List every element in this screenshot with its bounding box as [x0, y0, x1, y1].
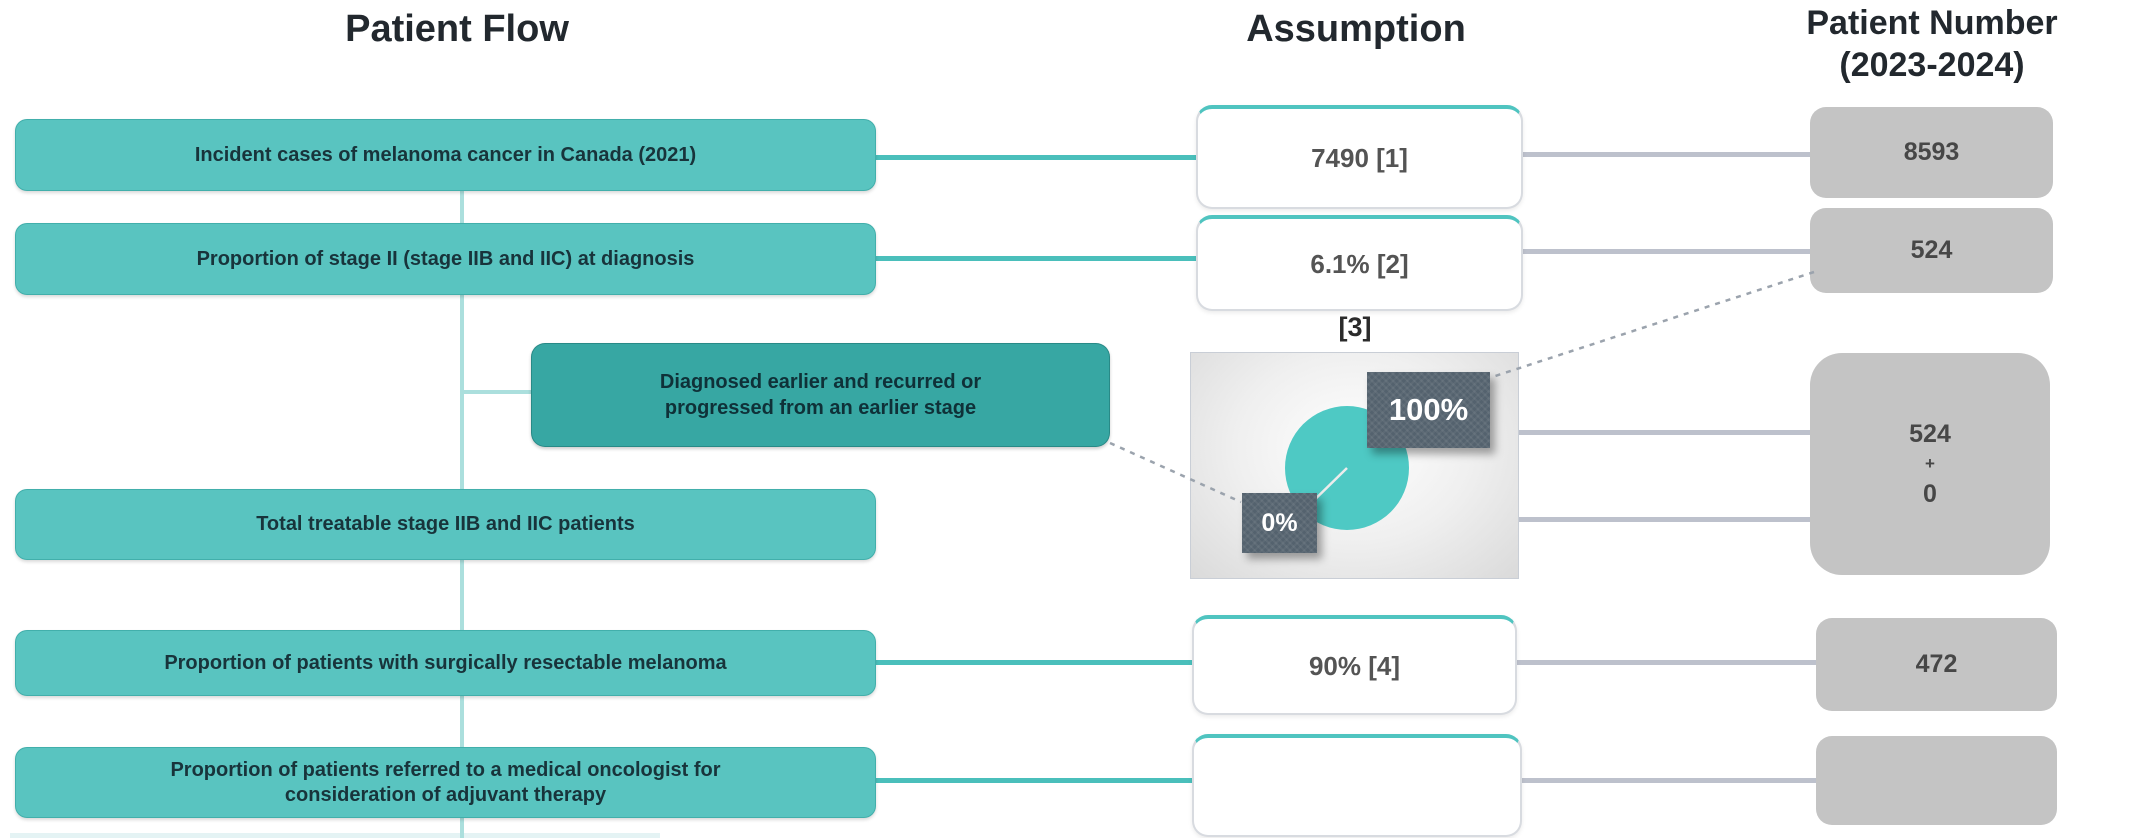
flow-box-stage-ii-proportion: Proportion of stage II (stage IIB and II…: [15, 223, 876, 295]
assumption-box-row2: 6.1% [2]: [1196, 215, 1523, 311]
assumption-box-row4: 90% [4]: [1192, 615, 1517, 715]
pie-reference-label: [3]: [1338, 312, 1372, 342]
connector-gray-row4: [1513, 660, 1816, 665]
patient-number-value: 524: [1910, 236, 1953, 264]
patient-number-line1: Patient Number: [1806, 4, 2058, 42]
column-header-patient-number: Patient Number (2023-2024): [1732, 2, 2130, 86]
patient-number-box-row2: 524: [1810, 208, 2053, 293]
flow-box-referred-oncologist: Proportion of patients referred to a med…: [15, 747, 876, 818]
pie-label-0-percent: 0%: [1242, 493, 1317, 553]
patient-number-value: 472: [1915, 650, 1958, 678]
cropped-next-box-edge: [10, 833, 660, 838]
flow-box-label: Incident cases of melanoma cancer in Can…: [194, 143, 697, 166]
flow-box-label: Proportion of patients with surgically r…: [164, 651, 727, 674]
assumption-value: 7490 [1]: [1311, 142, 1408, 173]
connector-teal-row5: [874, 778, 1192, 783]
dashed-line-524-to-100pct: [1488, 270, 1815, 380]
assumption-box-row5-empty: [1192, 734, 1522, 837]
patient-number-value: 8593: [1903, 138, 1960, 166]
flow-box-label: Proportion of stage II (stage IIB and II…: [196, 247, 695, 270]
pie-label-100-percent: 100%: [1367, 372, 1490, 448]
patient-number-box-row1: 8593: [1810, 107, 2053, 198]
flow-box-label: Total treatable stage IIB and IIC patien…: [256, 513, 635, 535]
column-header-assumption: Assumption: [1246, 8, 1466, 50]
branch-box-label: Diagnosed earlier and recurred or progre…: [659, 371, 982, 419]
flow-box-label: Proportion of patients referred to a med…: [170, 758, 721, 806]
column-header-patient-flow: Patient Flow: [345, 8, 569, 50]
branch-stub-line: [460, 390, 535, 394]
connector-gray-pie-lower: [1517, 517, 1810, 522]
assumption-value: 6.1% [2]: [1310, 248, 1409, 279]
patient-number-value: 524: [1909, 420, 1951, 448]
connector-teal-row2: [874, 256, 1196, 261]
connector-gray-pie-upper: [1517, 430, 1810, 435]
patient-number-value: 0: [1923, 480, 1937, 508]
patient-number-line2: (2023-2024): [1839, 46, 2025, 84]
flow-box-surgically-resectable: Proportion of patients with surgically r…: [15, 630, 876, 696]
flow-box-total-treatable: Total treatable stage IIB and IIC patien…: [15, 489, 876, 560]
connector-teal-row4: [874, 660, 1192, 665]
connector-teal-row1: [874, 155, 1196, 160]
flow-box-incident-cases: Incident cases of melanoma cancer in Can…: [15, 119, 876, 191]
branch-box-diagnosed-earlier: Diagnosed earlier and recurred or progre…: [531, 343, 1110, 447]
patient-number-box-combined: 524 + 0: [1810, 353, 2050, 575]
patient-number-box-row4: 472: [1816, 618, 2057, 711]
plus-sign: +: [1925, 454, 1935, 473]
patient-number-box-row5-empty: [1816, 736, 2057, 825]
connector-gray-row1: [1519, 152, 1810, 157]
connector-gray-row2: [1519, 249, 1810, 254]
assumption-value: 90% [4]: [1308, 650, 1401, 681]
assumption-box-row1: 7490 [1]: [1196, 105, 1523, 209]
connector-gray-row5: [1518, 778, 1816, 783]
